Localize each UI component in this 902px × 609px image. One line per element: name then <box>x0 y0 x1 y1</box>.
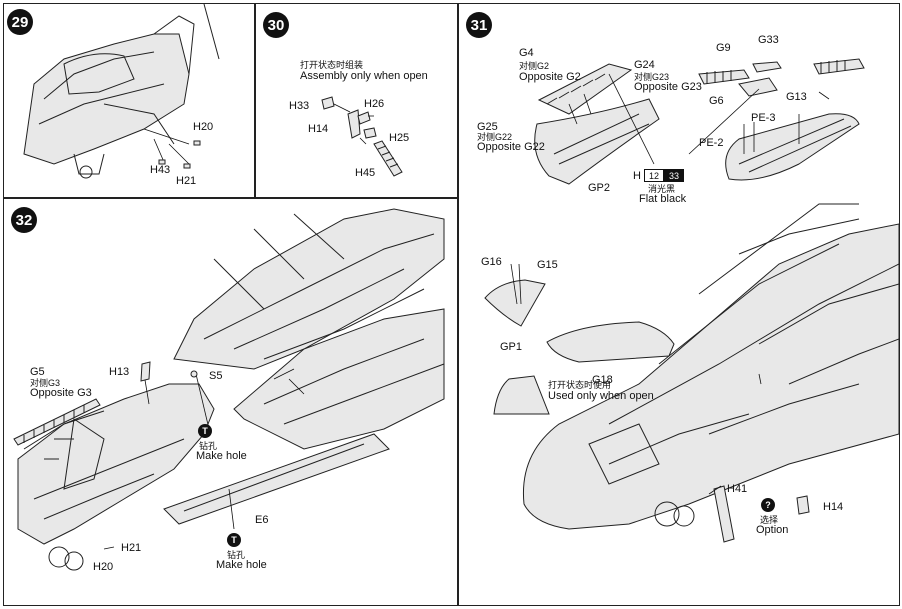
part-g16-label: G16 <box>481 256 502 268</box>
paint-name-cn: 消光黑 <box>648 184 676 194</box>
part-h20-label: H20 <box>193 121 214 133</box>
part-h33-label: H33 <box>289 100 310 112</box>
part-pe2-label: PE-2 <box>699 137 724 149</box>
step-29-panel: 29 H20 H43 H21 <box>3 3 255 198</box>
step-30-panel: 30 打开状态时组装 Assembly only when open H33 H… <box>255 3 458 198</box>
part-g25-label: G25 <box>477 121 498 133</box>
part-g24-en: Opposite G23 <box>634 81 702 93</box>
part-g5-en: Opposite G3 <box>30 387 92 399</box>
part-h45-label: H45 <box>355 167 376 179</box>
part-gp2-label: GP2 <box>588 182 611 194</box>
hole-note-2-cn: 钻孔 <box>227 550 246 560</box>
step-29-badge: 29 <box>7 9 33 35</box>
paint-code: H 12 33 <box>633 169 684 182</box>
step-32-badge: 32 <box>11 207 37 233</box>
part-g33-label: G33 <box>758 34 779 46</box>
part-gp1-label: GP1 <box>500 341 523 353</box>
part-g9-label: G9 <box>716 42 731 54</box>
part-g25-en: Opposite G22 <box>477 141 545 153</box>
part-g15-label: G15 <box>537 259 558 271</box>
step-32-panel: 32 <box>3 198 458 606</box>
part-s5-label: S5 <box>209 370 223 382</box>
part-g5-cn: 对侧G3 <box>30 378 61 388</box>
step-31-drawing <box>484 58 899 543</box>
part-g6-label: G6 <box>709 95 724 107</box>
part-h43-label: H43 <box>150 164 171 176</box>
assembly-note-en: Assembly only when open <box>300 70 428 82</box>
part-g24-cn: 对侧G23 <box>634 72 670 82</box>
part-pe3-label: PE-3 <box>751 112 776 124</box>
step-32-drawing <box>13 208 445 571</box>
part-g18-label: G18 <box>592 374 613 386</box>
part-h13-label: H13 <box>109 366 130 378</box>
paint-code-2: 33 <box>663 169 684 182</box>
paint-code-1: 12 <box>643 169 664 182</box>
part-g24-label: G24 <box>634 59 655 71</box>
step-31-panel: 31 <box>458 3 900 606</box>
paint-letter: H <box>633 169 641 182</box>
hole-note-en: Make hole <box>196 450 247 462</box>
hole-marker-1: T <box>198 424 212 438</box>
step-29-drawing <box>23 4 220 179</box>
part-h21-label: H21 <box>176 175 197 187</box>
part-g4-en: Opposite G2 <box>519 71 581 83</box>
part-g25-cn: 对侧G22 <box>477 132 513 142</box>
option-marker: ? <box>761 498 775 512</box>
assembly-note-cn: 打开状态时组装 <box>300 60 364 70</box>
hole-note-2-en: Make hole <box>216 559 267 571</box>
part-h25-label: H25 <box>389 132 410 144</box>
part-h20-label-s32: H20 <box>93 561 114 573</box>
part-h26-label: H26 <box>364 98 385 110</box>
step-31-badge: 31 <box>466 12 492 38</box>
open-note-en: Used only when open <box>548 390 654 402</box>
part-g5-label: G5 <box>30 366 45 378</box>
part-g4-label: G4 <box>519 47 534 59</box>
step-30-drawing <box>321 96 403 177</box>
part-h14-label: H14 <box>308 123 329 135</box>
part-e6-label: E6 <box>255 514 269 526</box>
option-en: Option <box>756 524 789 536</box>
part-h21-label-s32: H21 <box>121 542 142 554</box>
step-30-badge: 30 <box>263 12 289 38</box>
open-note-cn: 打开状态时使用 <box>548 380 612 390</box>
hole-note-cn: 钻孔 <box>199 441 218 451</box>
part-g4-cn: 对侧G2 <box>519 61 550 71</box>
part-h41-label: H41 <box>727 483 748 495</box>
hole-marker-2: T <box>227 533 241 547</box>
part-h14-label-s31: H14 <box>823 501 844 513</box>
paint-name-en: Flat black <box>639 193 687 205</box>
part-g13-label: G13 <box>786 91 807 103</box>
option-cn: 选择 <box>760 515 779 525</box>
